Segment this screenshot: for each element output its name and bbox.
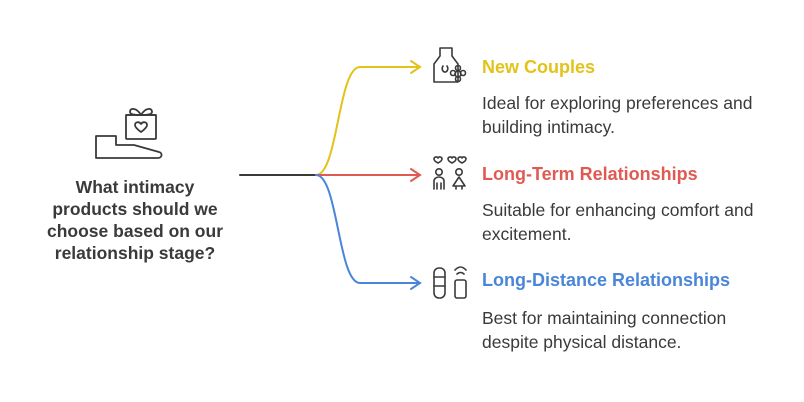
- gift-hand-icon: [95, 108, 163, 159]
- branch-title-new-couples: New Couples: [482, 57, 596, 77]
- branch-description-long-term: Suitable for enhancing comfort and excit…: [482, 200, 754, 244]
- devices-signal-icon: [433, 266, 467, 299]
- branch-line-long-distance: [315, 174, 421, 284]
- central-question: What intimacy products should we choose …: [47, 177, 223, 263]
- branch-title-long-distance: Long-Distance Relationships: [482, 270, 731, 290]
- couple-hearts-icon: [433, 156, 467, 190]
- arrowhead-long-term: [410, 168, 422, 182]
- branch-line-new-couples: [315, 66, 421, 176]
- vase-flower-icon: [433, 47, 467, 83]
- arrowhead-long-distance: [410, 276, 422, 290]
- branch-description-long-distance: Best for maintaining connection despite …: [482, 308, 727, 352]
- arrowhead-new-couples: [410, 60, 422, 74]
- connector-lines: [239, 60, 422, 290]
- branch-description-new-couples: Ideal for exploring preferences and buil…: [482, 93, 753, 137]
- branch-title-long-term: Long-Term Relationships: [482, 164, 698, 184]
